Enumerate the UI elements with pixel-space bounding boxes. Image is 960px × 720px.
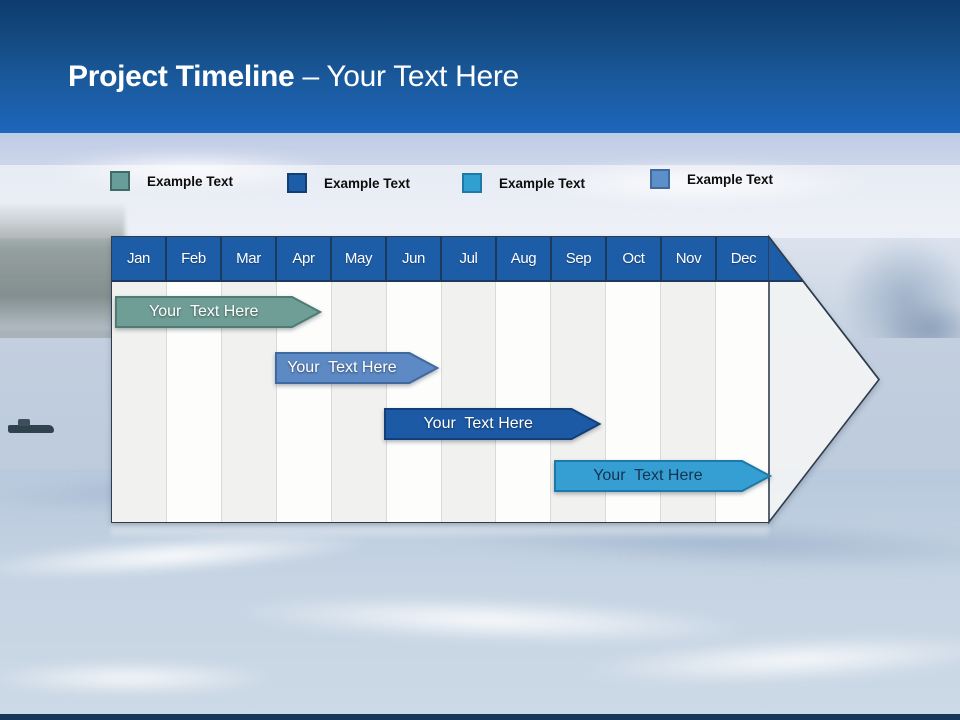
month-cell-mar: Mar — [222, 237, 277, 282]
task-bar-label: Your Text Here — [423, 415, 533, 432]
month-label: Jun — [402, 250, 425, 267]
task-bar-label: Your Text Here — [593, 467, 703, 484]
wave-foam — [579, 626, 960, 694]
legend-swatch — [650, 169, 670, 189]
legend-label: Example Text — [499, 175, 586, 191]
month-cell-dec: Dec — [717, 237, 770, 282]
task-bar-shape — [384, 408, 603, 440]
month-label: Dec — [730, 250, 757, 267]
task-bar-shape — [553, 460, 773, 492]
month-cell-nov: Nov — [662, 237, 717, 282]
task-bar-label: Your Text Here — [287, 359, 397, 376]
legend-item: Example Text — [110, 170, 233, 192]
legend-item: Example Text — [287, 172, 410, 194]
month-header-row: Jan Feb Mar Apr May Jun Jul Aug Sep Oct Nov Dec — [112, 237, 770, 282]
month-cell-sep: Sep — [552, 237, 607, 282]
task-bar: Your Text Here — [115, 296, 323, 328]
month-label: Nov — [675, 250, 702, 267]
legend-item: Example Text — [650, 168, 773, 190]
month-label: Sep — [565, 250, 592, 267]
column-stripe — [496, 282, 552, 522]
month-label: Feb — [181, 250, 206, 267]
month-label: Mar — [236, 250, 261, 267]
task-bar: Your Text Here — [553, 460, 773, 492]
month-label: Jan — [127, 250, 150, 267]
timeline-arrow-tip — [767, 234, 880, 525]
boat — [8, 425, 54, 433]
table-reflection — [111, 524, 769, 540]
task-bar: Your Text Here — [384, 408, 603, 440]
sky-band — [0, 133, 960, 165]
page-title: Project Timeline – Your Text Here — [68, 60, 519, 94]
task-bar-shape — [115, 296, 323, 328]
month-cell-may: May — [332, 237, 387, 282]
month-label: Apr — [292, 250, 315, 267]
task-bar: Your Text Here — [274, 352, 440, 384]
legend-swatch — [110, 171, 130, 191]
title-suffix: – Your Text Here — [302, 60, 519, 93]
title-main: Project Timeline — [68, 60, 303, 93]
task-bar-label: Your Text Here — [149, 303, 259, 320]
legend-label: Example Text — [147, 173, 234, 189]
month-label: May — [344, 250, 373, 267]
legend-item: Example Text — [462, 172, 585, 194]
month-label: Jul — [459, 250, 478, 267]
legend-label: Example Text — [324, 175, 411, 191]
legend-swatch — [462, 173, 482, 193]
bottom-accent-strip — [0, 714, 960, 720]
column-stripe — [386, 282, 442, 522]
month-cell-feb: Feb — [167, 237, 222, 282]
wave-foam — [0, 524, 371, 588]
month-cell-jan: Jan — [112, 237, 167, 282]
month-label: Aug — [510, 250, 537, 267]
hazy-shore — [0, 330, 120, 426]
month-cell-jul: Jul — [442, 237, 497, 282]
column-stripe — [441, 282, 497, 522]
month-cell-oct: Oct — [607, 237, 662, 282]
wave-foam — [229, 588, 751, 652]
trees-silhouette — [0, 202, 125, 337]
column-stripe — [331, 282, 387, 522]
boat-cabin — [18, 419, 30, 426]
timeline-chart: Jan Feb Mar Apr May Jun Jul Aug Sep Oct Nov Dec You… — [111, 234, 881, 525]
month-cell-jun: Jun — [387, 237, 442, 282]
wave-foam — [0, 660, 280, 696]
month-cell-apr: Apr — [277, 237, 332, 282]
month-cell-aug: Aug — [497, 237, 552, 282]
legend-label: Example Text — [687, 171, 774, 187]
title-bar: Project Timeline – Your Text Here — [0, 0, 960, 133]
mountain-right-shadow — [880, 300, 960, 360]
legend-swatch — [287, 173, 307, 193]
month-label: Oct — [622, 250, 645, 267]
task-bar-shape — [274, 352, 440, 384]
